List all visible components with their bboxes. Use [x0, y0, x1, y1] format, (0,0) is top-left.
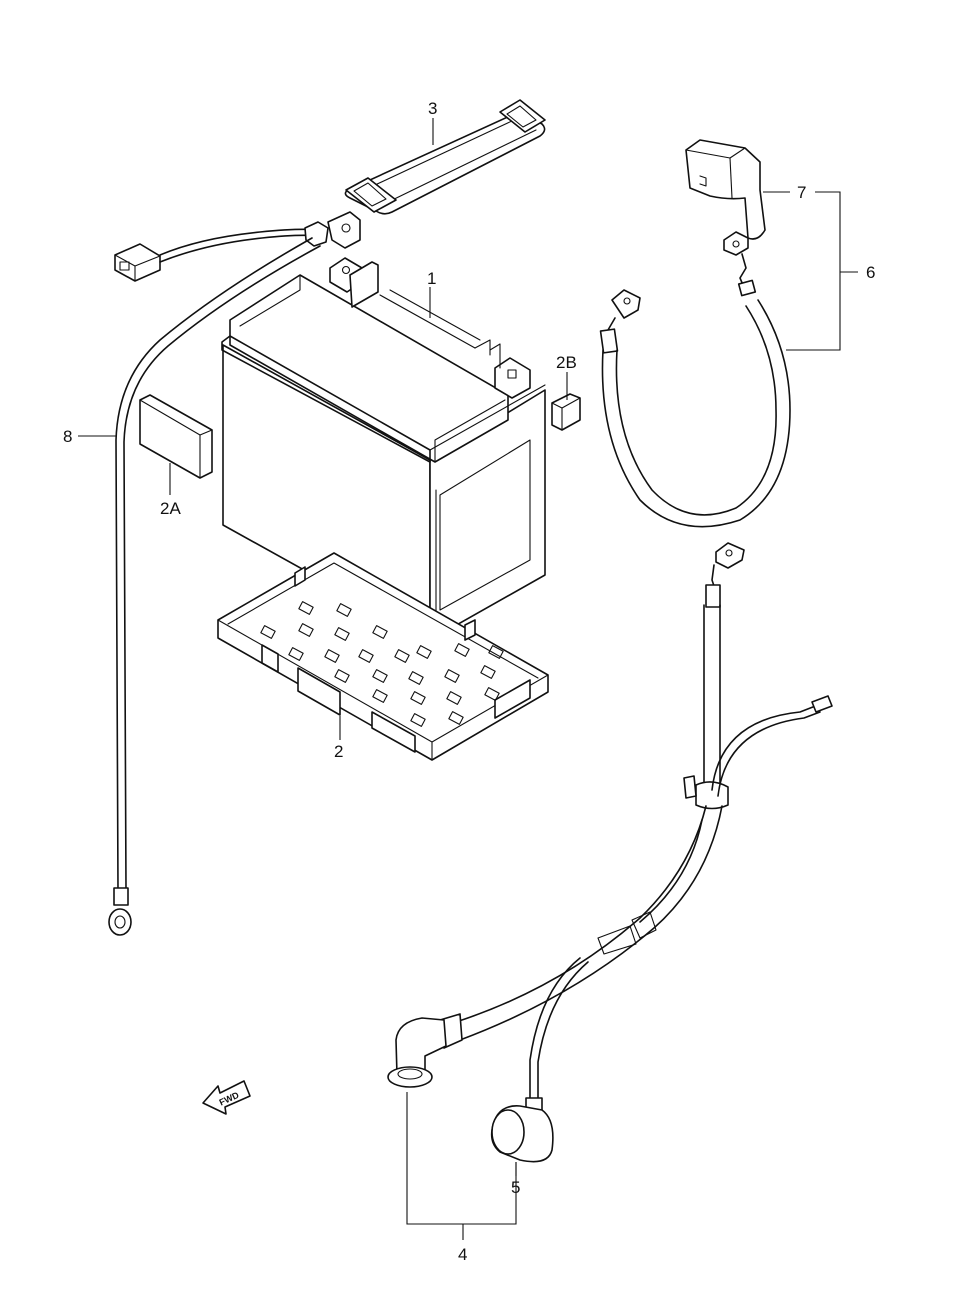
- battery-band: [344, 99, 546, 215]
- battery-tray: [217, 552, 549, 761]
- part-labels: 1 2 2A 2B 3 4 5 6 7 8: [63, 99, 875, 1264]
- label-band: 3: [428, 99, 437, 118]
- label-pad-2b: 2B: [556, 353, 577, 372]
- label-ground-wire: 8: [63, 427, 72, 446]
- pad-2a: [139, 394, 213, 479]
- starter-cable: [387, 542, 833, 1088]
- ground-wire: [108, 211, 361, 936]
- positive-lead: [599, 231, 791, 528]
- terminal-cover: [685, 139, 766, 240]
- label-pad-2a: 2A: [160, 499, 181, 518]
- tray-slots: [260, 601, 504, 727]
- label-terminal-cover: 7: [797, 183, 806, 202]
- label-tray: 2: [334, 742, 343, 761]
- cap-part: [490, 957, 589, 1163]
- fwd-arrow-icon: FWD: [202, 1080, 251, 1115]
- callout-lines: [78, 118, 858, 1240]
- label-positive-lead: 6: [866, 263, 875, 282]
- label-starter-cable: 4: [458, 1245, 467, 1264]
- pad-2b: [551, 393, 581, 431]
- battery: [221, 257, 546, 641]
- label-battery: 1: [427, 269, 436, 288]
- label-cap: 5: [511, 1178, 520, 1197]
